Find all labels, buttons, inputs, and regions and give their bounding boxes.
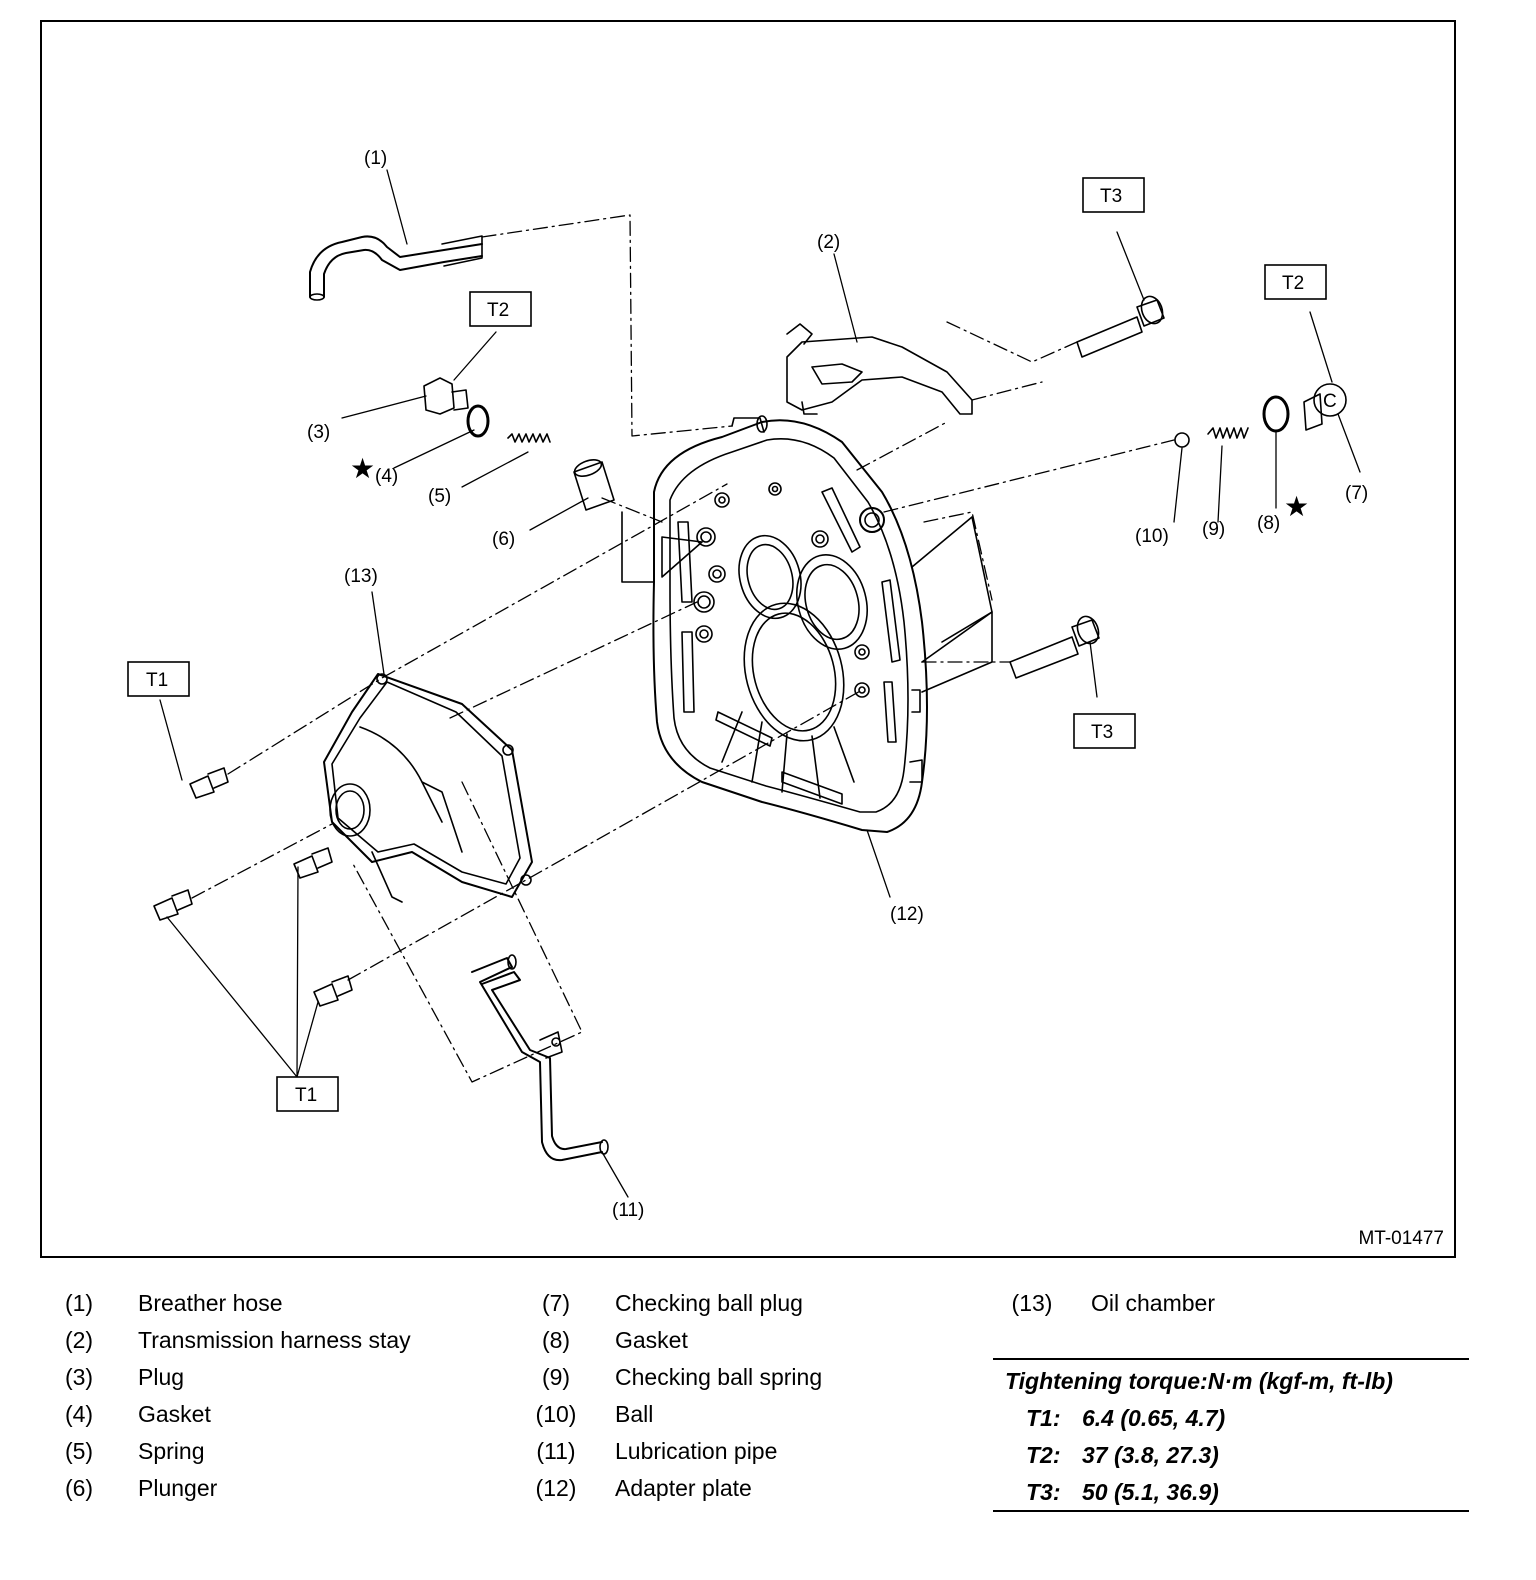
gasket-4-drawing <box>466 404 490 438</box>
star-mark-4: ★ <box>350 452 375 485</box>
legend-number: (9) <box>541 1364 571 1390</box>
legend-name: Gasket <box>138 1401 211 1427</box>
legend-name: Checking ball plug <box>615 1290 803 1316</box>
legend-name: Oil chamber <box>1091 1290 1215 1316</box>
spring-9-drawing <box>1207 427 1249 439</box>
callout-13: (13) <box>344 566 378 587</box>
adapter-plate-drawing <box>621 415 993 833</box>
torque-box-t3-top-label: T3 <box>1100 186 1122 207</box>
torque-value: 37 (3.8, 27.3) <box>1082 1442 1219 1468</box>
t1-bolt-c-drawing <box>293 847 333 879</box>
legend-number: (3) <box>64 1364 94 1390</box>
legend-name: Lubrication pipe <box>615 1438 778 1464</box>
legend-number: (11) <box>536 1438 576 1464</box>
legend-name: Adapter plate <box>615 1475 752 1501</box>
legend-number: (2) <box>64 1327 94 1353</box>
torque-value: 6.4 (0.65, 4.7) <box>1082 1405 1226 1431</box>
legend-name: Transmission harness stay <box>138 1327 411 1353</box>
torque-box-t1-upper-label: T1 <box>146 670 168 691</box>
lubrication-pipe-drawing <box>471 954 609 1162</box>
plug-c-mark: C <box>1323 391 1337 412</box>
callout-6: (6) <box>492 529 515 550</box>
callout-7: (7) <box>1345 483 1368 504</box>
legend-number: (8) <box>541 1327 571 1353</box>
legend-name: Spring <box>138 1438 205 1464</box>
plug-7-drawing <box>1303 383 1347 431</box>
assembly-lines <box>191 214 1175 1083</box>
legend-name: Checking ball spring <box>615 1364 823 1390</box>
plunger-6-drawing <box>573 459 615 511</box>
torque-box-t3-lower: T3 <box>1073 713 1136 749</box>
spring-5-drawing <box>507 433 551 443</box>
callout-5: (5) <box>428 486 451 507</box>
legend-number: (10) <box>535 1401 577 1427</box>
torque-box-t1-lower: T1 <box>276 1076 339 1112</box>
callout-9: (9) <box>1202 519 1225 540</box>
t1-bolt-b-drawing <box>153 889 193 921</box>
torque-row: T2: 37 (3.8, 27.3) <box>1026 1442 1219 1469</box>
breather-hose-drawing <box>309 235 483 301</box>
gasket-8-drawing <box>1262 395 1290 433</box>
plug-3-drawing <box>423 377 469 415</box>
legend-name: Plug <box>138 1364 185 1390</box>
torque-box-t3-lower-label: T3 <box>1091 722 1113 743</box>
exploded-diagram: (1) (2) (3) (4) (5) (6) (7) (8) (9) (10)… <box>127 148 1368 1221</box>
callout-4: (4) <box>375 466 398 487</box>
figure-code: MT-01477 <box>1358 1228 1444 1249</box>
torque-title: Tightening torque:N·m (kgf-m, ft-lb) <box>1005 1368 1393 1394</box>
torque-box-t2-right: T2 <box>1264 264 1327 300</box>
torque-box-t2-left: T2 <box>469 291 532 327</box>
callout-12: (12) <box>890 904 924 925</box>
callout-11: (11) <box>612 1200 644 1221</box>
torque-row: T1: 6.4 (0.65, 4.7) <box>1026 1405 1225 1432</box>
callout-3: (3) <box>307 422 330 443</box>
exploded-diagram-frame: (1) (2) (3) (4) (5) (6) (7) (8) (9) (10)… <box>40 20 1456 1258</box>
callout-2: (2) <box>817 232 840 253</box>
legend-name: Ball <box>615 1401 654 1427</box>
callout-10: (10) <box>1135 526 1169 547</box>
legend-number: (6) <box>64 1475 94 1501</box>
torque-box-t1-lower-label: T1 <box>295 1085 317 1106</box>
legend-number: (7) <box>541 1290 571 1316</box>
torque-key: T3: <box>1026 1479 1061 1505</box>
torque-box-t1-upper: T1 <box>127 661 190 697</box>
legend-number: (13) <box>1011 1290 1053 1316</box>
torque-box-t3-top: T3 <box>1082 177 1145 213</box>
legend-number: (12) <box>535 1475 577 1501</box>
torque-box-t2-right-label: T2 <box>1282 273 1304 294</box>
torque-key: T2: <box>1026 1442 1061 1468</box>
torque-key: T1: <box>1026 1405 1061 1431</box>
legend-number: (1) <box>64 1290 94 1316</box>
legend-number: (4) <box>64 1401 94 1427</box>
harness-stay-drawing <box>786 323 973 415</box>
legend-name: Plunger <box>138 1475 218 1501</box>
bolt-t3-top-drawing <box>1076 295 1165 358</box>
t1-bolt-a-drawing <box>189 767 229 799</box>
callout-1: (1) <box>364 148 387 169</box>
torque-box-t2-left-label: T2 <box>487 300 509 321</box>
legend-name: Breather hose <box>138 1290 283 1316</box>
legend-name: Gasket <box>615 1327 688 1353</box>
t1-bolt-d-drawing <box>313 975 353 1007</box>
oil-chamber-drawing <box>323 673 533 903</box>
torque-value: 50 (5.1, 36.9) <box>1082 1479 1219 1505</box>
torque-row: T3: 50 (5.1, 36.9) <box>1026 1479 1219 1506</box>
bolt-t3-lower-drawing <box>1009 615 1100 679</box>
star-mark-8: ★ <box>1284 490 1309 523</box>
legend-number: (5) <box>64 1438 94 1464</box>
callout-8: (8) <box>1257 513 1280 534</box>
ball-10-drawing <box>1174 432 1190 448</box>
torque-table: Tightening torque:N·m (kgf-m, ft-lb) T1:… <box>993 1358 1469 1512</box>
leader-lines <box>159 169 1361 1198</box>
